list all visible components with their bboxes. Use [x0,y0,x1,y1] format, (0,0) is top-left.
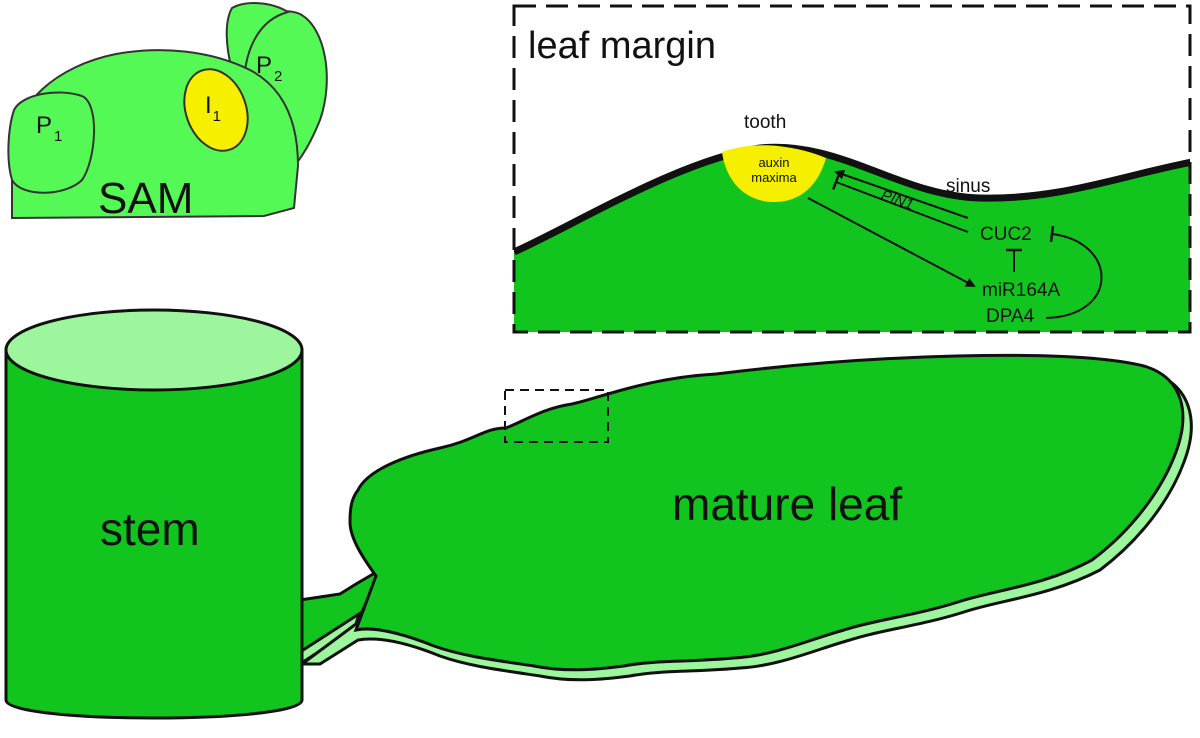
mir-label: miR164A [982,280,1060,301]
tooth-label: tooth [744,112,786,133]
leaf-group: mature leaf [300,355,1191,679]
cuc2-label: CUC2 [980,224,1032,245]
stem-label: stem [100,503,200,555]
stem-group: stem [6,310,302,718]
stem-top [6,310,302,390]
mature-leaf-label: mature leaf [672,478,902,530]
leaf-margin-inset: leaf margin tooth sinus auxin maxima PIN… [514,6,1192,336]
sam-label: SAM [98,174,193,223]
auxin-label-line1: auxin [758,155,789,170]
p1-primordium [8,92,94,192]
sinus-label: sinus [946,176,990,197]
inset-title: leaf margin [528,25,716,67]
dpa4-label: DPA4 [986,306,1035,327]
auxin-label-line2: maxima [751,170,797,185]
